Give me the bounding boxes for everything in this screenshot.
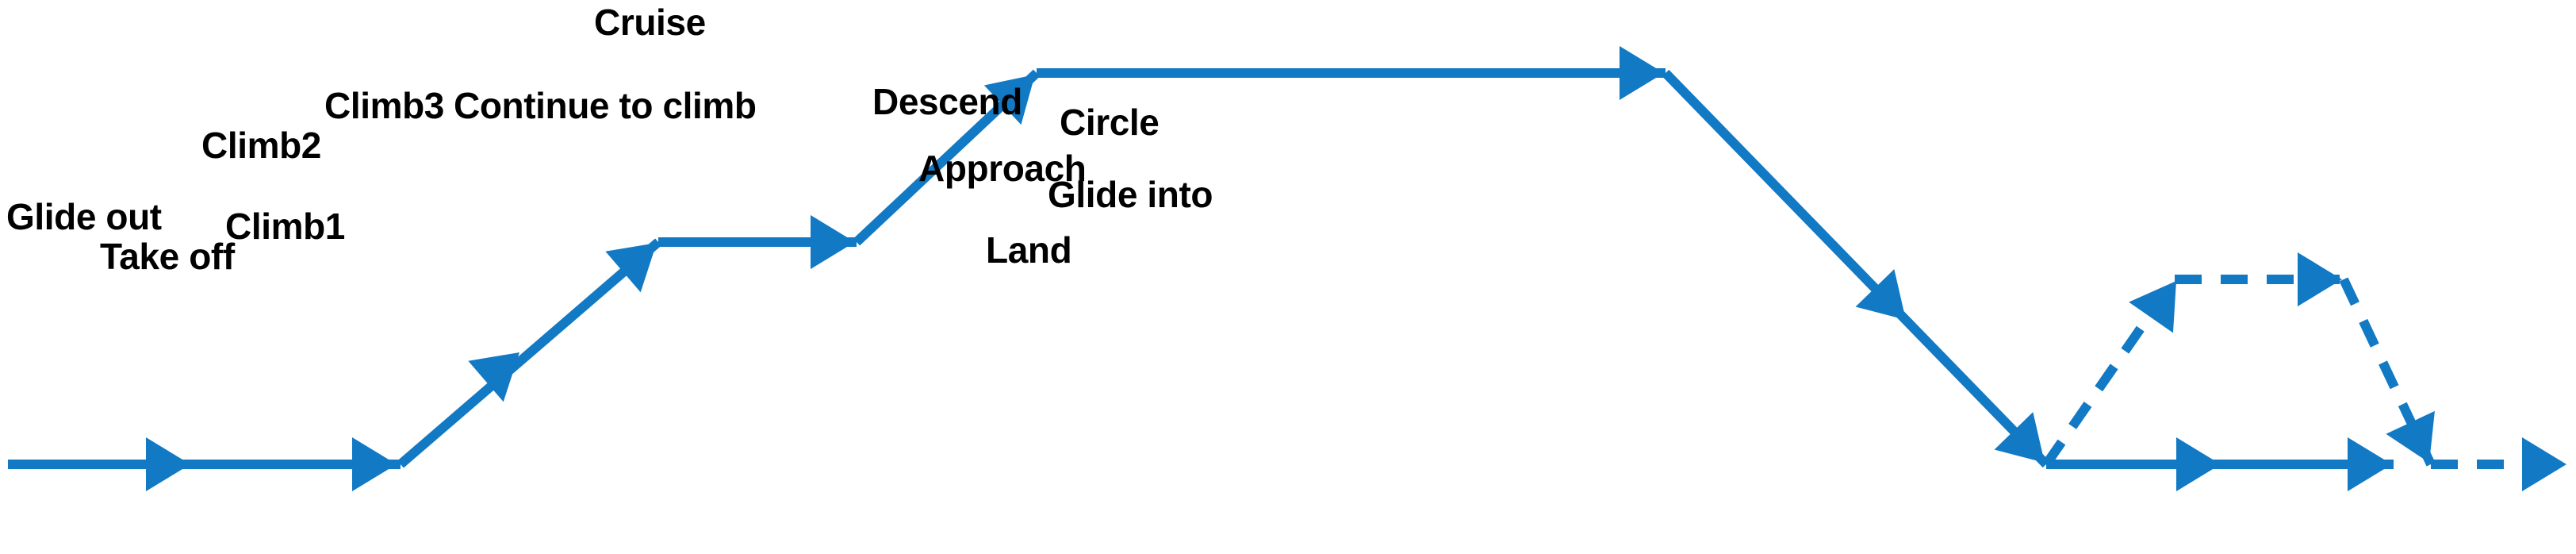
arrow-glide-out (146, 437, 190, 491)
phase-label-glide-into: Glide into (1048, 174, 1213, 215)
arrow-approach (1994, 412, 2045, 463)
phase-label-approach: Approach (918, 148, 1087, 189)
phase-label-glide-out: Glide out (6, 196, 162, 237)
arrow-glide-into (2348, 437, 2392, 491)
phase-label-descend: Descend (872, 81, 1022, 122)
arrow-land (2176, 437, 2221, 491)
phase-label-climb2: Climb2 (201, 125, 321, 166)
arrow-circle-level (2298, 252, 2342, 306)
arrow-circle-down (2386, 410, 2435, 463)
arrow-climb3 (811, 215, 855, 269)
phase-label-climb3: Climb3 (324, 85, 444, 126)
flight-segment-descend-ramp (1662, 69, 2050, 468)
arrow-circle-up (2129, 281, 2176, 333)
flight-path-arrowheads (146, 46, 2566, 491)
arrow-take-off (352, 437, 397, 491)
phase-label-land: Land (986, 229, 1072, 271)
phase-label-take-off: Take off (100, 236, 235, 277)
flight-segment-climb-ramp (397, 238, 661, 468)
arrow-climb1 (468, 352, 519, 402)
flight-segment-circle-descend (2339, 277, 2436, 467)
arrow-circle-exit (2522, 437, 2566, 491)
flight-path-segments (8, 68, 2568, 469)
phase-label-cruise: Cruise (594, 2, 706, 43)
phase-label-climb1: Climb1 (225, 206, 345, 247)
arrow-continue-climb (983, 75, 1035, 125)
phase-label-continue-to-climb: Continue to climb (454, 85, 757, 126)
phase-label-circle: Circle (1060, 102, 1160, 143)
arrow-climb2 (605, 243, 657, 293)
arrow-descend (1855, 269, 1906, 320)
arrow-cruise (1620, 46, 1664, 100)
